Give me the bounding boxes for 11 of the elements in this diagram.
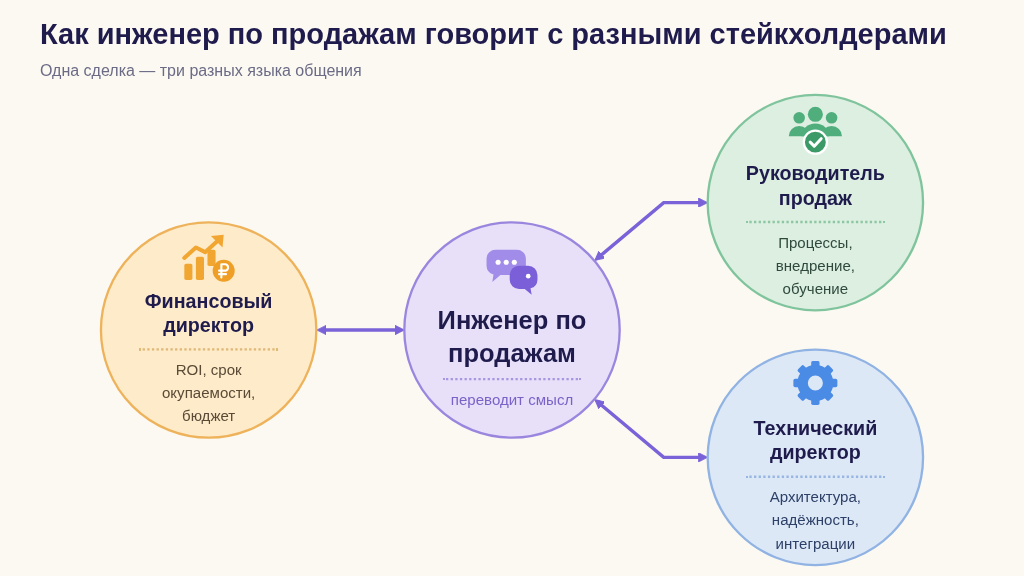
double-arrow	[316, 324, 405, 336]
role-title: Технический директор	[753, 417, 878, 465]
role-title: Финансовый директор	[144, 290, 273, 337]
subtitle: Одна сделка — три разных языка общения	[40, 62, 362, 80]
title: Как инженер по продажам говорит с разными стейкхолдерами	[40, 18, 947, 51]
role-title: Инженер по продажам	[437, 306, 587, 368]
role-focus-text: ROI, срок окупаемости, бюджет	[162, 360, 256, 425]
role-focus-text: Архитектура, надёжность, интеграции	[769, 487, 862, 552]
role-focus-text: переводит смысл	[450, 390, 574, 409]
role-focus-text: Процессы, внедрение, обучение	[775, 233, 855, 297]
role-title: Руководитель продаж	[745, 162, 885, 210]
